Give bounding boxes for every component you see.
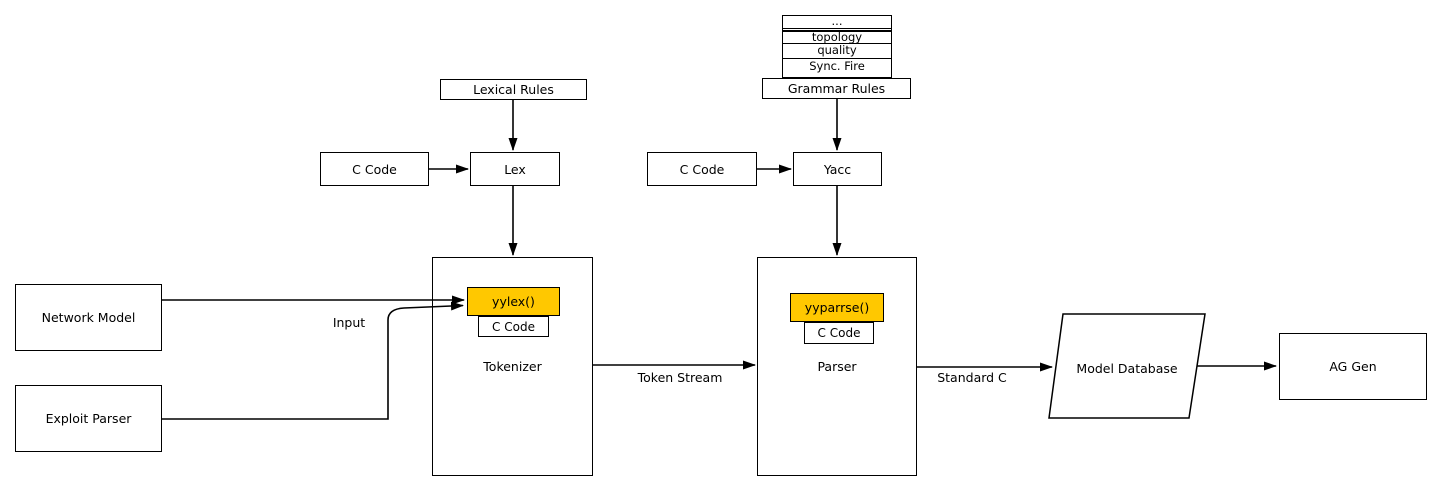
stack-row-sync-fire: Sync. Fire [783, 58, 891, 74]
node-label: AG Gen [1329, 359, 1377, 374]
node-label: C Code [679, 161, 725, 177]
node-c-code-yacc: C Code [647, 152, 757, 186]
node-label: Yacc [823, 161, 852, 177]
node-model-database-label: Model Database [1076, 361, 1178, 376]
edge-label-input: Input [332, 315, 366, 330]
node-label: yyparrse() [804, 300, 870, 315]
stack-row-label: topology [811, 29, 863, 44]
stack-row-ellipsis: ... [783, 16, 891, 31]
parser-label: Parser [817, 359, 857, 374]
arrow-exploit-parser-to-yylex [162, 301, 464, 420]
edge-label-standard-c: Standard C [937, 370, 1007, 385]
node-c-code-lex: C Code [320, 152, 429, 186]
grammar-attribute-stack: ... topology quality Sync. Fire [782, 15, 892, 78]
tokenizer-label: Tokenizer [483, 359, 542, 374]
node-label: Lex [504, 161, 526, 177]
node-label: C Code [817, 326, 861, 340]
node-label: yylex() [492, 294, 535, 309]
node-exploit-parser: Exploit Parser [15, 385, 162, 452]
stack-row-label: Sync. Fire [809, 58, 865, 73]
node-ag-gen: AG Gen [1279, 333, 1427, 400]
node-parser-c-code: C Code [804, 322, 874, 344]
node-yyparse: yyparrse() [790, 293, 884, 322]
node-lex: Lex [470, 152, 560, 186]
stack-row-label: ... [831, 14, 843, 29]
node-tokenizer: yylex() C Code Tokenizer [432, 257, 593, 476]
node-yacc: Yacc [793, 152, 882, 186]
node-label: Network Model [41, 310, 136, 325]
node-yylex: yylex() [467, 287, 560, 316]
stack-row-quality: quality [783, 43, 891, 58]
node-label: C Code [492, 319, 535, 334]
node-label: Lexical Rules [473, 82, 554, 97]
node-network-model: Network Model [15, 284, 162, 351]
node-parser: yyparrse() C Code Parser [757, 257, 917, 476]
node-grammar-rules: Grammar Rules [762, 78, 911, 99]
node-tokenizer-c-code: C Code [478, 316, 549, 337]
node-label: Grammar Rules [787, 81, 886, 96]
node-label: Exploit Parser [45, 411, 132, 426]
node-label: C Code [352, 161, 397, 177]
node-lexical-rules: Lexical Rules [440, 79, 587, 100]
stack-row-label: quality [817, 43, 857, 58]
stack-row-topology: topology [783, 31, 891, 43]
edge-label-token-stream: Token Stream [637, 370, 723, 385]
